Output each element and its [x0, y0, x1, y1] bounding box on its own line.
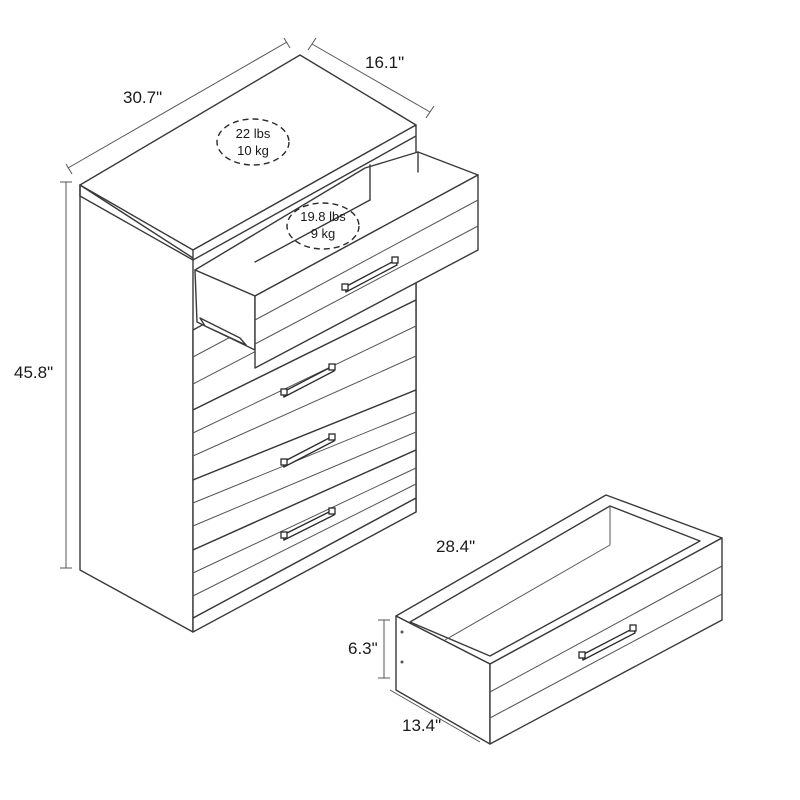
dimension-lines [60, 37, 435, 569]
drawer-front-4 [192, 389, 417, 551]
drawer-width-label: 28.4" [436, 537, 475, 556]
drawer-weight-kg: 9 kg [311, 226, 336, 241]
open-top-drawer [194, 151, 479, 369]
width-label: 30.7" [123, 88, 162, 107]
drawer-weight-lbs: 19.8 lbs [300, 209, 346, 224]
drawer-runner [199, 317, 247, 346]
depth-label: 16.1" [365, 53, 404, 72]
drawer-weight-ellipse [286, 202, 360, 250]
detached-drawer-front [489, 537, 723, 745]
drawer-height-label: 6.3" [348, 639, 378, 658]
dresser [79, 54, 479, 633]
dresser-side-panel [79, 184, 194, 633]
drawer-handle [280, 363, 336, 398]
top-weight-ellipse [216, 118, 290, 166]
height-label: 45.8" [14, 363, 53, 382]
detached-drawer [395, 494, 723, 745]
depth-dimension-line [311, 43, 431, 113]
drawer-handle [280, 507, 336, 541]
top-weight-lbs: 22 lbs [236, 126, 271, 141]
top-weight-kg: 10 kg [237, 143, 269, 158]
drawer-depth-line [389, 689, 481, 743]
drawer-handle [280, 433, 336, 468]
drawer-depth-label: 13.4" [402, 716, 441, 735]
dresser-top-edge [79, 195, 194, 261]
drawer-dimension-lines [378, 619, 481, 743]
drawer-front-5 [192, 449, 417, 619]
width-dimension-line [67, 41, 288, 169]
